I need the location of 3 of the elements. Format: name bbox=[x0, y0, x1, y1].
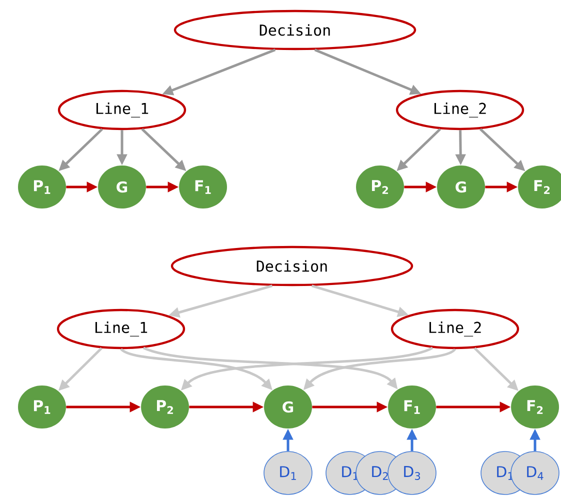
node-label: D$_{2}$ bbox=[372, 466, 388, 480]
node-label: D$_{4}$ bbox=[527, 466, 544, 480]
node-label: D$_{3}$ bbox=[404, 466, 420, 480]
